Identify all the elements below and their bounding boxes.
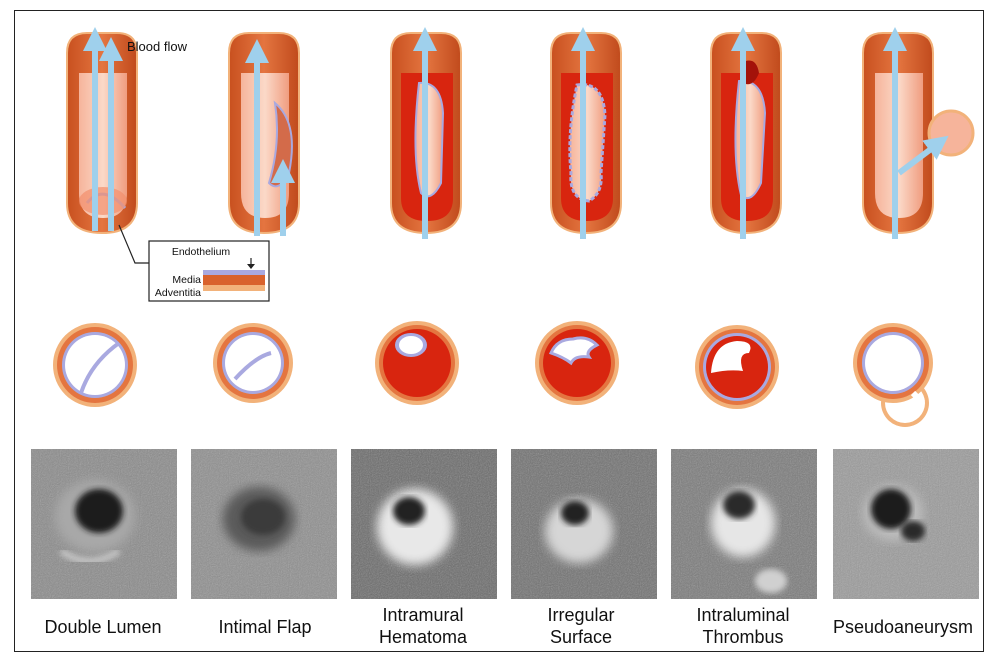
label-irregular-surface-line: Irregular [547, 605, 614, 625]
blood-flow-label: Blood flow [127, 39, 188, 54]
vessel-pseudoaneurysm [863, 33, 973, 233]
mri-double-lumen [31, 449, 177, 599]
mri-intimal-flap [191, 449, 337, 599]
label-pseudoaneurysm-line: Pseudoaneurysm [833, 617, 973, 637]
label-intraluminal-thrombus: IntraluminalThrombus [696, 605, 789, 647]
vessel-intimal-flap [229, 33, 299, 233]
wall-layer-inset: Endothelium Media Adventitia [119, 225, 269, 301]
label-intimal-flap: Intimal Flap [218, 617, 311, 637]
vascular-lesion-diagram: Blood flow Endothelium Media Adventitia [15, 11, 984, 652]
label-double-lumen: Double Lumen [44, 617, 161, 637]
label-intraluminal-thrombus-line: Thrombus [702, 627, 783, 647]
media-label: Media [172, 274, 201, 286]
cross-section-pseudoaneurysm [853, 323, 933, 427]
label-intramural-hematoma-line: Intramural [382, 605, 463, 625]
label-intramural-hematoma: IntramuralHematoma [379, 605, 468, 647]
label-irregular-surface: IrregularSurface [547, 605, 614, 647]
label-double-lumen-line: Double Lumen [44, 617, 161, 637]
mri-irregular-surface [511, 449, 657, 599]
cross-section-intramural-hematoma [375, 321, 459, 405]
mri-intramural-hematoma [351, 449, 497, 599]
label-irregular-surface-line: Surface [550, 627, 612, 647]
mri-intraluminal-thrombus [671, 449, 817, 599]
vessel-double-lumen [67, 33, 137, 233]
label-intimal-flap-line: Intimal Flap [218, 617, 311, 637]
figure-frame: Blood flow Endothelium Media Adventitia [14, 10, 984, 652]
label-intramural-hematoma-line: Hematoma [379, 627, 468, 647]
panel-labels: Double Lumen Intimal Flap IntramuralHemato… [44, 605, 973, 647]
label-intraluminal-thrombus-line: Intraluminal [696, 605, 789, 625]
label-pseudoaneurysm: Pseudoaneurysm [833, 617, 973, 637]
mri-pseudoaneurysm [833, 449, 979, 599]
endothelium-label: Endothelium [172, 246, 231, 258]
cross-section-intraluminal-thrombus [695, 325, 779, 409]
cross-section-intimal-flap [213, 323, 293, 403]
cross-section-double-lumen [53, 323, 137, 407]
adventitia-label: Adventitia [155, 287, 201, 299]
cross-section-irregular-surface [535, 321, 619, 405]
